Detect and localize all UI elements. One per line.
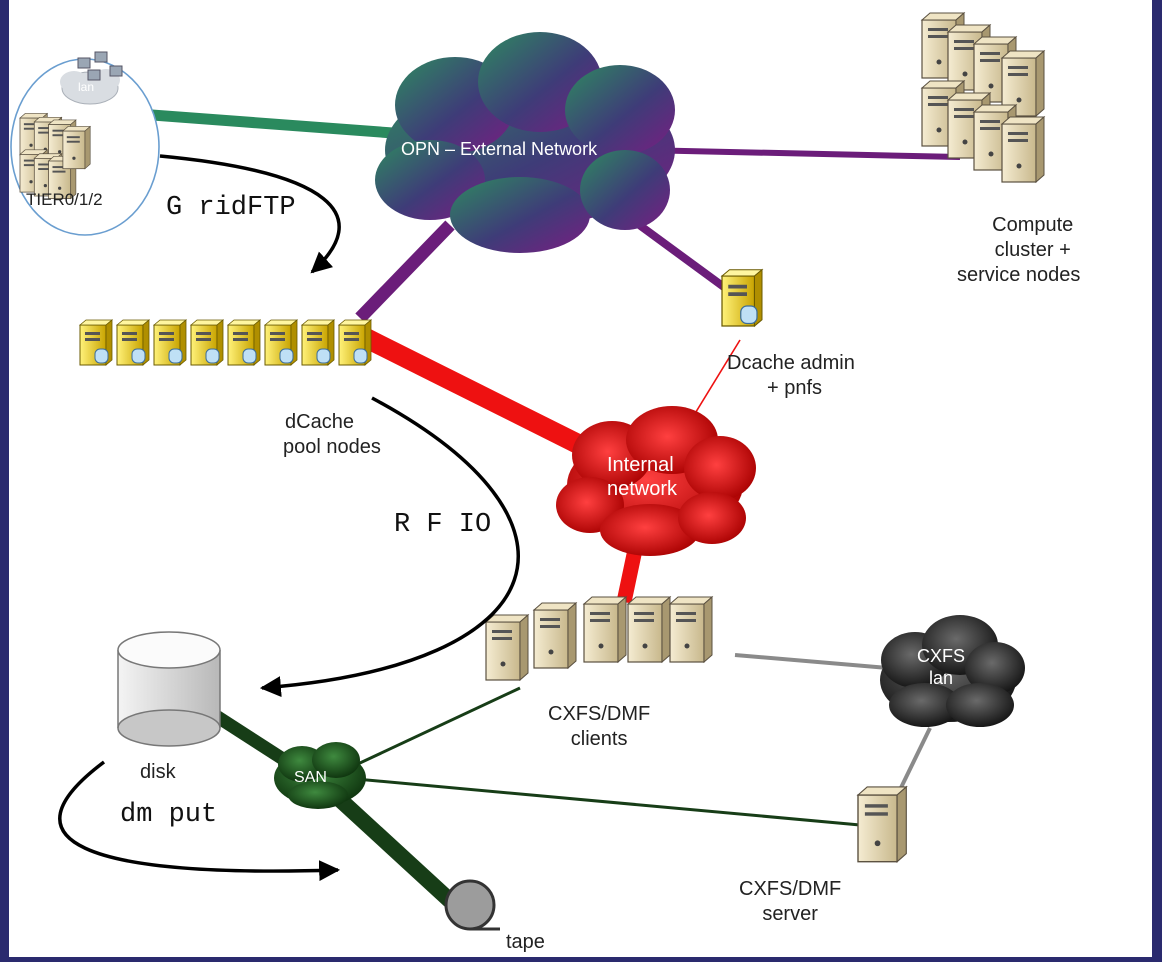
dcache-admin-label-line2: + pnfs	[767, 377, 823, 399]
tape-label: tape	[506, 931, 545, 953]
internal-network-label: Internal network	[607, 453, 677, 501]
dmput-label: dm put	[120, 800, 218, 830]
internal-network-label-line2: network	[607, 478, 678, 500]
disk-icon	[117, 631, 221, 747]
cxfs-lan-label-line2: lan	[928, 667, 954, 688]
compute-cluster-label: Compute cluster + service nodes	[957, 213, 1080, 288]
internal-network-label-line1: Internal	[607, 454, 674, 476]
pool-internal-link	[355, 326, 615, 469]
dcache-pool-label-line2: pool nodes	[283, 436, 381, 458]
san-label: SAN	[294, 769, 327, 786]
opn-compute-link	[639, 147, 961, 160]
cxfs-dmf-server-label-line2: server	[762, 903, 818, 925]
cxfs-lan-cloud	[880, 615, 1025, 727]
tier-lan-label: lan	[78, 80, 95, 94]
gridftp-arrow	[159, 154, 341, 274]
dcache-admin-label-line1: Dcache admin	[727, 352, 855, 374]
tier-pc-icon	[77, 51, 123, 81]
dcache-pool-label: dCache pool nodes	[283, 410, 381, 460]
san-server-link	[344, 776, 861, 827]
san-clients-link	[344, 686, 521, 772]
internal-network-cloud	[556, 406, 756, 556]
cxfs-lan-label-line1: CXFS	[917, 646, 966, 666]
cxfs-dmf-clients-label: CXFS/DMF clients	[548, 702, 650, 752]
cxfs-dmf-clients-label-line2: clients	[570, 728, 628, 750]
cxfs-dmf-server-icon	[857, 786, 907, 863]
tier-label: TIER0/1/2	[26, 190, 103, 209]
san-cloud	[274, 742, 366, 809]
opn-pool-link	[355, 220, 455, 323]
dcache-pool-label-line1: dCache	[285, 411, 354, 433]
cxfs-dmf-server-label: CXFS/DMF server	[739, 877, 841, 927]
rfio-arrow	[259, 396, 520, 698]
cxfs-dmf-server-label-line1: CXFS/DMF	[739, 878, 842, 900]
tape-icon	[444, 879, 500, 931]
tier-opn-link	[111, 106, 421, 141]
rfio-label: R F IO	[394, 510, 492, 540]
san-tape-link	[329, 789, 464, 914]
opn-cloud	[375, 32, 675, 253]
disk-label: disk	[140, 761, 176, 783]
compute-cluster-label-line1: Compute	[992, 214, 1074, 236]
gridftp-label: G ridFTP	[166, 193, 296, 223]
compute-cluster-label-line2: cluster +	[994, 239, 1071, 261]
dcache-admin-label: Dcache admin + pnfs	[727, 351, 855, 401]
dcache-admin-icon	[721, 269, 763, 327]
compute-cluster-label-line3: service nodes	[957, 264, 1081, 286]
clients-cxfslan-link	[734, 653, 889, 670]
cxfs-dmf-clients-label-line1: CXFS/DMF	[548, 703, 651, 725]
cxfs-lan-label: CXFS lan	[917, 646, 965, 689]
dmput-arrow	[58, 760, 341, 882]
opn-cloud-label: OPN – External Network	[401, 139, 598, 159]
